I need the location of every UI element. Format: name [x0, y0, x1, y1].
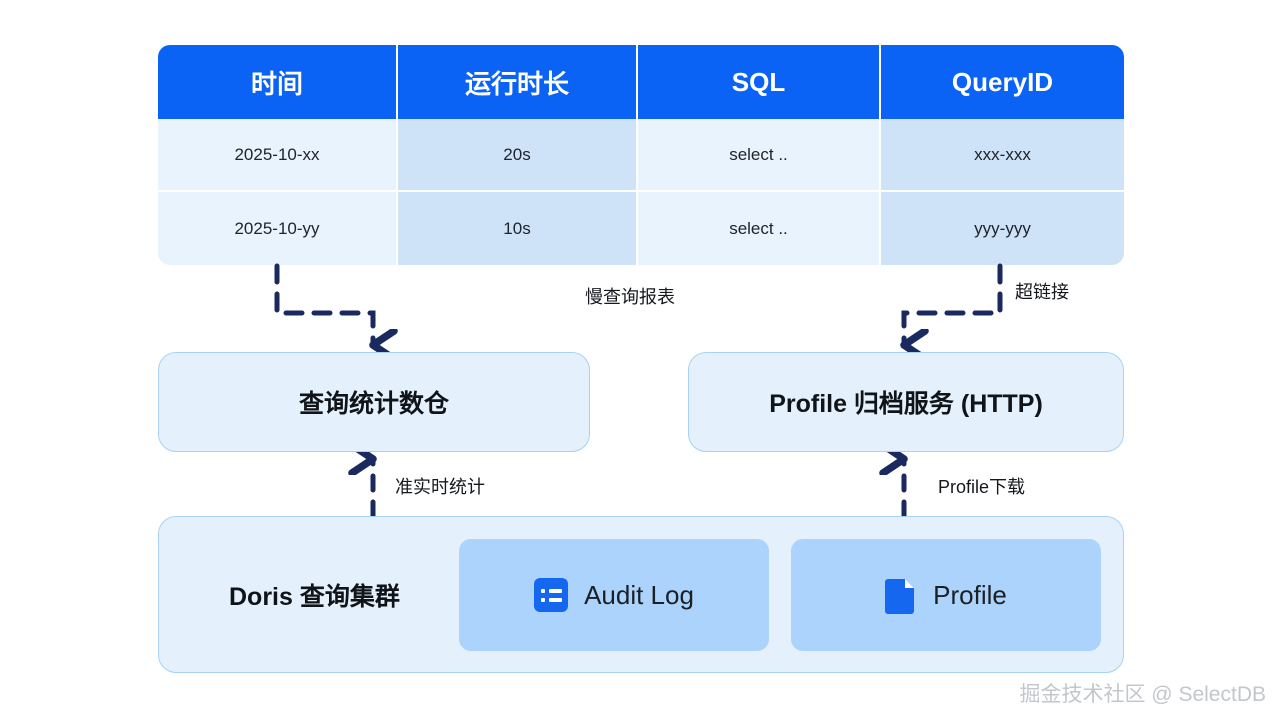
cell-sql: select ..: [638, 192, 881, 265]
cell-sql: select ..: [638, 119, 881, 192]
cell-duration: 10s: [398, 192, 638, 265]
cell-queryid[interactable]: xxx-xxx: [881, 119, 1124, 192]
cell-queryid[interactable]: yyy-yyy: [881, 192, 1124, 265]
chip-audit-log[interactable]: Audit Log: [459, 539, 769, 651]
chip-audit-log-label: Audit Log: [584, 579, 694, 610]
table-header-row: 时间 运行时长 SQL QueryID: [158, 45, 1124, 119]
node-profile-archive-service[interactable]: Profile 归档服务 (HTTP): [688, 352, 1124, 452]
edge-label-profile-download: Profile下载: [938, 477, 1026, 497]
table-header-time: 时间: [158, 45, 398, 119]
edge-label-realtime-stats: 准实时统计: [395, 477, 485, 497]
table-header-sql: SQL: [638, 45, 881, 119]
list-icon: [534, 578, 569, 612]
node-query-stats-warehouse[interactable]: 查询统计数仓: [158, 352, 590, 452]
chip-profile[interactable]: Profile: [791, 539, 1101, 651]
edge-label-slow-query: 慢查询报表: [585, 287, 675, 307]
cell-time: 2025-10-xx: [158, 119, 398, 192]
table-row: 2025-10-xx 20s select .. xxx-xxx: [158, 119, 1124, 192]
cell-time: 2025-10-yy: [158, 192, 398, 265]
watermark: 掘金技术社区 @ SelectDB: [1019, 683, 1266, 706]
edge-label-hyperlink: 超链接: [1015, 282, 1069, 302]
connector-table-to-stats: [274, 263, 373, 345]
table-header-duration: 运行时长: [398, 45, 638, 119]
node-doris-query-cluster: Doris 查询集群 Audit Log Profile: [158, 516, 1124, 673]
slow-query-report-table: 时间 运行时长 SQL QueryID 2025-10-xx 20s selec…: [158, 45, 1124, 265]
table-header-queryid: QueryID: [881, 45, 1124, 119]
cell-duration: 20s: [398, 119, 638, 192]
cluster-title: Doris 查询集群: [229, 582, 400, 611]
connector-table-to-archive: [904, 263, 1003, 345]
table-row: 2025-10-yy 10s select .. yyy-yyy: [158, 192, 1124, 265]
file-icon: [885, 576, 917, 614]
chip-profile-label: Profile: [933, 579, 1007, 610]
